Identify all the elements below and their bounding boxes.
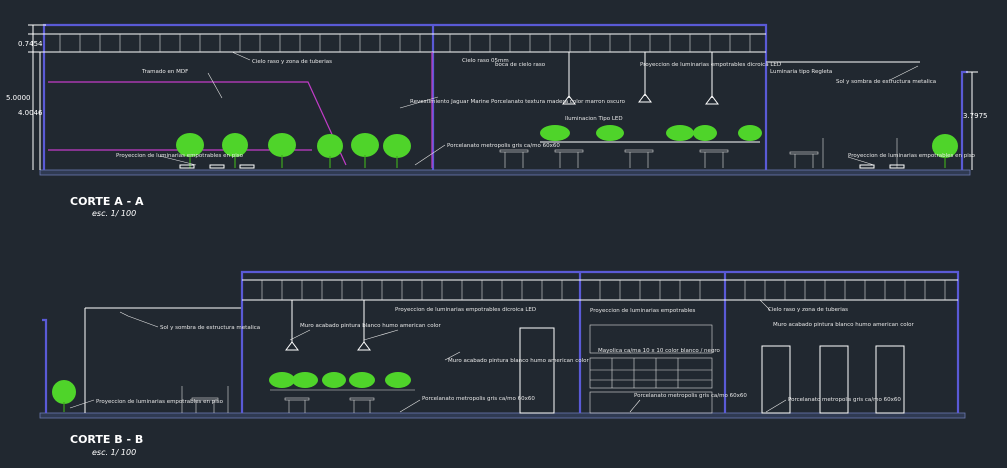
kitchen-cabinets <box>589 324 713 414</box>
dimension-lines-a <box>28 24 978 170</box>
plants-row-b <box>52 372 411 412</box>
label-tile: Mayolica ca/ma 10 x 10 color blanco / ne… <box>598 348 721 354</box>
floor-slab-a <box>39 169 971 176</box>
doors-b <box>519 327 905 414</box>
label-porcelain-gray-b3: Porcelanato metropolis gris ca/mo 60x60 <box>788 397 901 403</box>
building-outline-b <box>240 270 960 413</box>
label-ceiling-mouth: boca de cielo raso <box>495 62 546 68</box>
floor-lights-a <box>179 164 905 169</box>
label-floor-lights-right: Proyeccion de luminarias empotrables en … <box>848 153 976 159</box>
label-sun-shade-b: Sol y sombra de estructura metalica <box>160 325 260 331</box>
label-wall-paint-b2: Muro acabado pintura blanco humo america… <box>448 358 590 364</box>
label-ceiling-pipes-b: Cielo raso y zona de tuberias <box>768 307 848 313</box>
label-floor-lights-left: Proyeccion de luminarias empotrables en … <box>116 153 244 159</box>
floor-slab-b <box>39 412 966 419</box>
label-regleta: Luminaria tipo Regleta <box>770 69 832 75</box>
section-b-title: CORTE B - B <box>70 433 143 446</box>
label-recessed-lights-b: Proyeccion de luminarias empotrables <box>590 308 695 314</box>
label-sun-shade: Sol y sombra de estructura metalica <box>836 79 936 85</box>
pendant-lamps-a <box>562 52 719 105</box>
leaders-b <box>69 299 787 413</box>
dining-furniture-b <box>181 386 415 413</box>
section-a-scale: esc. 1/ 100 <box>92 209 136 218</box>
label-porcelain-gray-b2: Porcelanato metropolis gris ca/mo 60x60 <box>634 393 747 399</box>
label-floor-lights-b: Proyeccion de luminarias empotrables en … <box>96 399 224 405</box>
label-dichroic-led-b: Proyeccion de luminarias empotrables dic… <box>395 307 536 313</box>
label-mdf: Tramado en MDF <box>141 69 188 75</box>
section-b: Sol y sombra de estructura metalica Proy… <box>39 270 966 457</box>
dimension-5.0000: 5.0000 <box>6 94 31 102</box>
pendant-lamps-b <box>285 300 371 351</box>
label-dichroic-led: Proyeccion de luminarias empotrables dic… <box>640 62 781 68</box>
ceiling-truss-a <box>59 34 751 52</box>
label-wall-paint-b3: Muro acabado pintura blanco humo america… <box>773 322 915 328</box>
section-a-title: CORTE A - A <box>70 195 144 208</box>
label-ceiling-pipes: Cielo raso y zona de tuberias <box>252 59 332 65</box>
dimension-0.7454: 0.7454 <box>18 40 43 48</box>
building-outline-a <box>42 23 768 170</box>
label-led: Iluminacion Tipo LED <box>565 116 623 122</box>
dimension-4.0046: 4.0046 <box>18 109 43 117</box>
label-wall-paint-b1: Muro acabado pintura blanco humo america… <box>300 323 442 329</box>
leaders-a <box>159 51 919 166</box>
section-b-scale: esc. 1/ 100 <box>92 448 136 457</box>
terrace-wall-b <box>42 318 48 413</box>
ceiling-truss-b <box>261 280 946 300</box>
label-porcelain-gray-b1: Porcelanato metropolis gris ca/mo 60x60 <box>422 396 535 402</box>
dimension-3.7975: 3.7975 <box>963 112 988 120</box>
label-porcelain-wood: Revestimiento Jaguar Marine Porcelanato … <box>410 99 626 105</box>
section-a: 0.7454 5.0000 4.0046 3.7975 Cielo raso y… <box>6 23 988 218</box>
label-ceiling-05: Cielo raso 05mm <box>462 58 509 64</box>
dining-furniture-a <box>499 138 898 168</box>
plants-row-a <box>176 125 958 168</box>
label-porcelain-gray: Porcelanato metropolis gris ca/mo 60x60 <box>447 143 560 149</box>
